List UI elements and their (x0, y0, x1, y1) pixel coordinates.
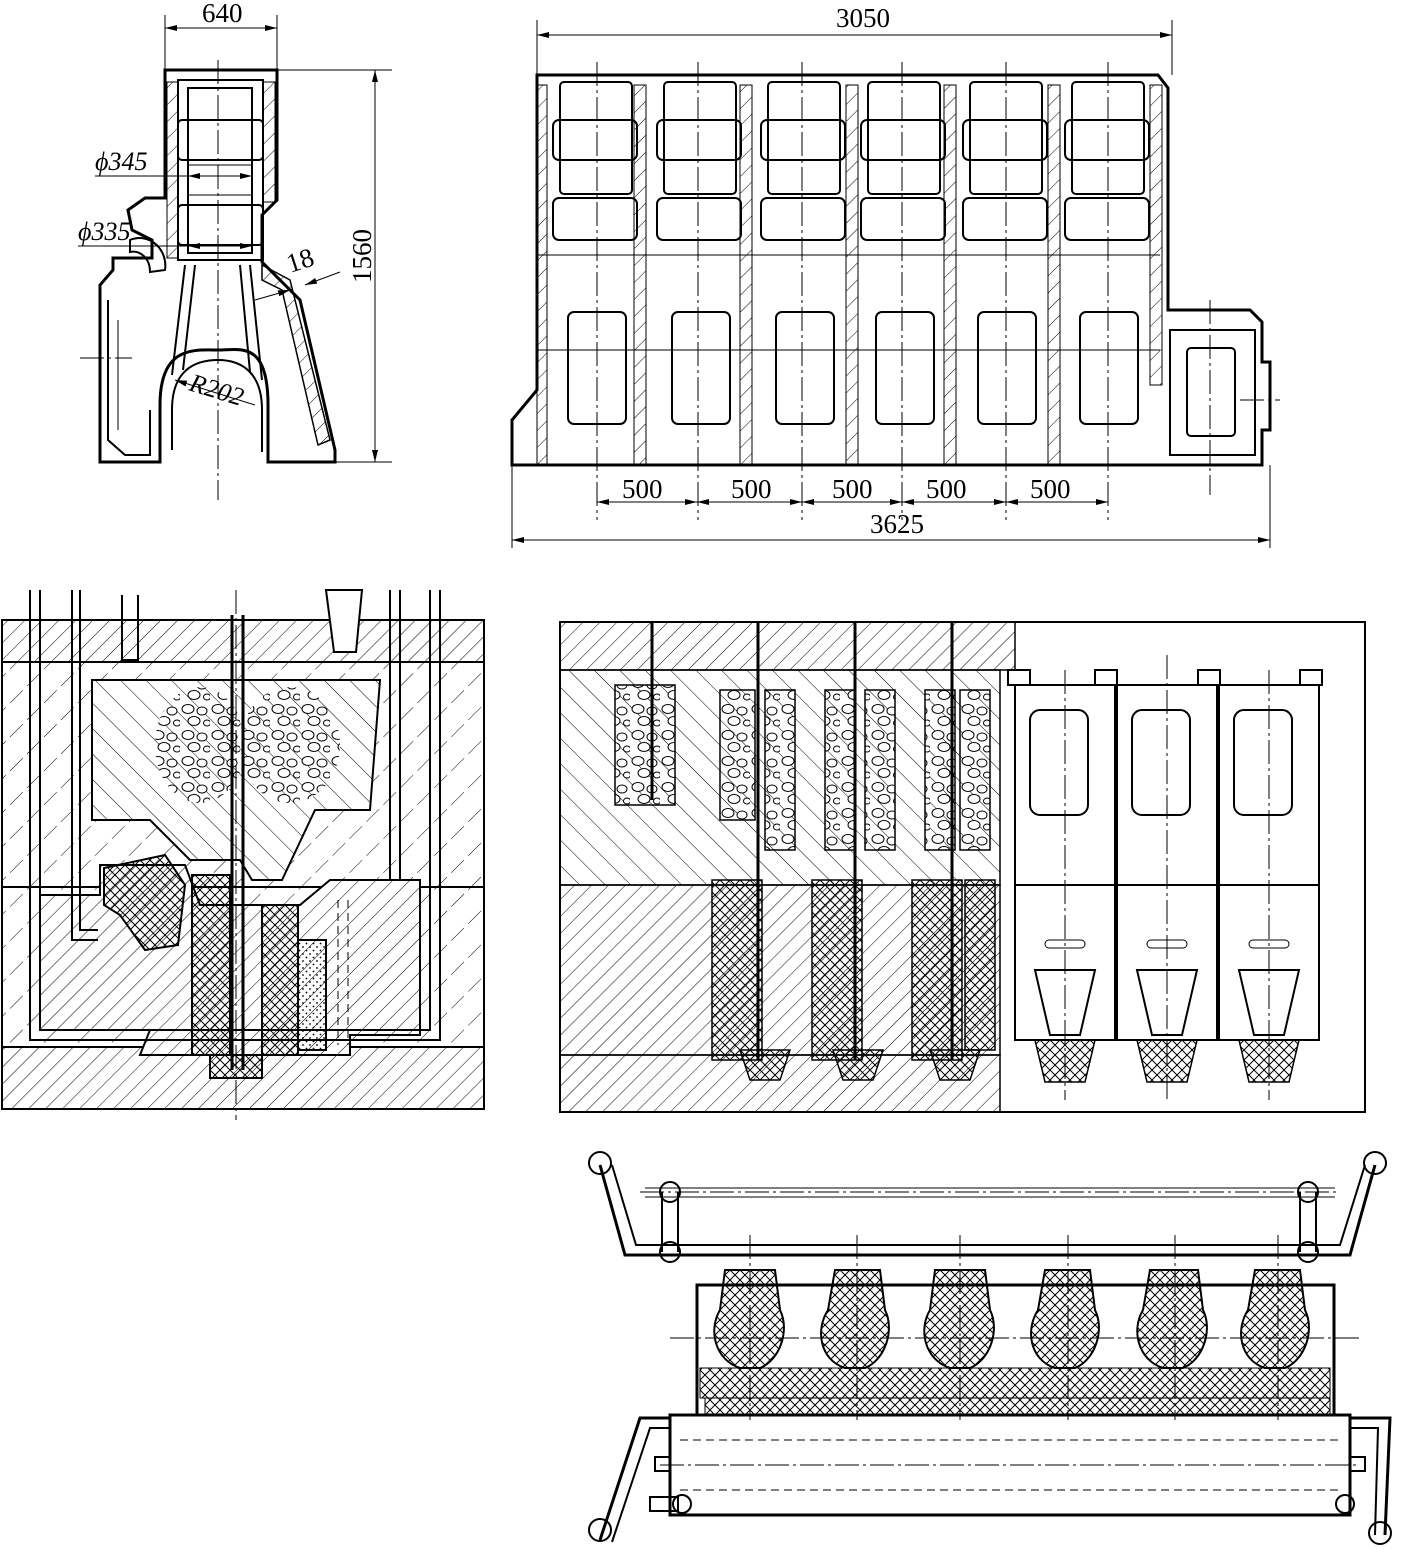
cross-section-view: 640 1560 ϕ345 ϕ335 18 R202 (78, 0, 392, 500)
frame-hook-circle (1297, 1241, 1319, 1263)
frame-hook-circle (659, 1181, 681, 1203)
mold-cross-section-view (1, 589, 485, 1120)
dim-1560-label: 1560 (347, 229, 377, 283)
dim-500-label-5: 500 (1030, 474, 1071, 504)
frame-hook-circle (588, 1518, 612, 1542)
frame-hook-circle (1335, 1494, 1355, 1514)
dim-640-label: 640 (202, 0, 243, 28)
mold-longitudinal-view (559, 621, 1366, 1113)
dim-18-label: 18 (283, 242, 318, 279)
dim-3050-label: 3050 (836, 3, 890, 33)
core-lifting-frame-view (588, 1151, 1392, 1545)
frame-hook-circle (659, 1241, 681, 1263)
dim-phi335-label: ϕ335 (78, 217, 130, 246)
dim-500-label-4: 500 (926, 474, 967, 504)
cylinder-cavities (552, 62, 1150, 520)
mold-core-columns (614, 684, 991, 851)
frame-hook-circle (1297, 1181, 1319, 1203)
cylinder-walls (536, 84, 1163, 466)
dim-500-label-2: 500 (731, 474, 772, 504)
dim-phi345-label: ϕ345 (95, 147, 147, 176)
frame-hook-circle (1363, 1151, 1387, 1175)
longitudinal-section-view: 3050 500 500 500 500 500 3625 (510, 3, 1280, 548)
frame-hook-circle (1368, 1521, 1392, 1545)
dim-r202-label: R202 (185, 368, 247, 412)
dim-500-label-1: 500 (622, 474, 663, 504)
mold-core-assembly (1007, 655, 1323, 1100)
mold-bottom-cores (711, 879, 996, 1081)
dim-3625-label: 3625 (870, 509, 924, 539)
dim-500-label-3: 500 (832, 474, 873, 504)
frame-hook-circle (672, 1494, 692, 1514)
frame-hook-circle (588, 1151, 612, 1175)
